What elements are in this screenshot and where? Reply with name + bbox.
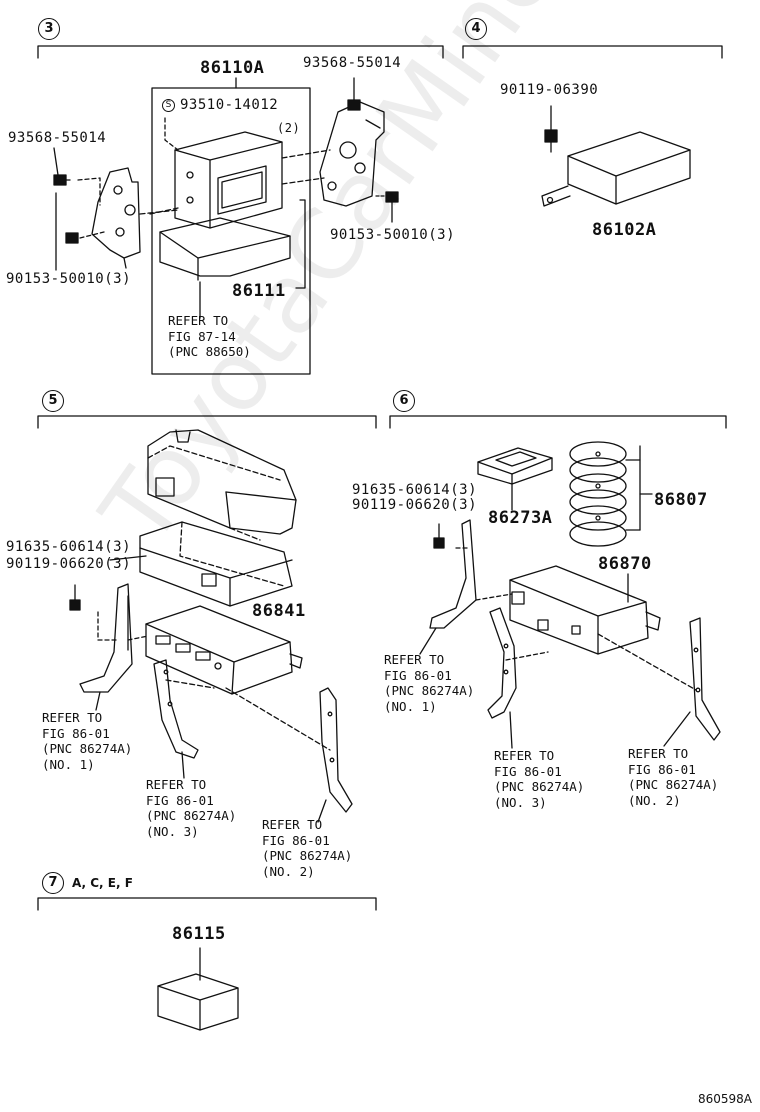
upper-amplifier-unit bbox=[147, 429, 297, 535]
section-5-bracket bbox=[37, 415, 377, 429]
section-7-bracket bbox=[37, 897, 377, 911]
section-7-applicability: A, C, E, F bbox=[72, 876, 133, 890]
part-91635-s5-label: 91635-60614(3) bbox=[6, 539, 132, 555]
left-mounting-bracket bbox=[91, 167, 141, 269]
refer-note-s6-no2: REFER TO FIG 86-01 (PNC 86274A) (NO. 2) bbox=[628, 746, 719, 808]
radio-receiver-86110A bbox=[174, 131, 283, 229]
bracket-no1-s6 bbox=[429, 519, 477, 629]
refer-note-s3: REFER TO FIG 87-14 (PNC 88650) bbox=[168, 313, 251, 359]
part-90153-right-label: 90153-50010(3) bbox=[330, 227, 456, 243]
refer-note-s5-no1: REFER TO FIG 86-01 (PNC 86274A) (NO. 1) bbox=[42, 710, 133, 772]
module-86115 bbox=[157, 973, 239, 1031]
module-86102A bbox=[541, 131, 691, 207]
part-86841-label: 86841 bbox=[252, 601, 306, 621]
part-90119-s6-label: 90119-06620(3) bbox=[352, 497, 478, 513]
section-4-bracket bbox=[462, 45, 723, 59]
section-marker-5: 5 bbox=[42, 390, 64, 412]
section-marker-3: 3 bbox=[38, 18, 60, 40]
bracket-no3-s5 bbox=[153, 659, 199, 759]
part-86110A-label: 86110A bbox=[200, 58, 265, 78]
middle-amplifier-unit bbox=[139, 521, 293, 607]
part-93510-qty: (2) bbox=[277, 121, 301, 135]
part-90119-s5-label: 90119-06620(3) bbox=[6, 556, 132, 572]
part-90153-left-label: 90153-50010(3) bbox=[6, 271, 132, 287]
module-86273A bbox=[477, 447, 553, 485]
assembly-box-86110A bbox=[151, 87, 311, 375]
refer-note-s6-no3: REFER TO FIG 86-01 (PNC 86274A) (NO. 3) bbox=[494, 748, 585, 810]
section-marker-7: 7 bbox=[42, 872, 64, 894]
refer-note-s5-no3: REFER TO FIG 86-01 (PNC 86274A) (NO. 3) bbox=[146, 777, 237, 839]
s-symbol: S bbox=[162, 99, 175, 112]
section-marker-4: 4 bbox=[465, 18, 487, 40]
part-93568-left-label: 93568-55014 bbox=[8, 130, 107, 146]
part-86870-label: 86870 bbox=[598, 554, 652, 574]
section-6-bracket bbox=[389, 415, 727, 429]
part-93510-label: 93510-14012 bbox=[180, 97, 279, 113]
part-86115-label: 86115 bbox=[172, 924, 226, 944]
part-86807-label: 86807 bbox=[654, 490, 708, 510]
discs-86807 bbox=[569, 441, 653, 547]
part-86273A-label: 86273A bbox=[488, 508, 553, 528]
part-90119-06390-label: 90119-06390 bbox=[500, 82, 599, 98]
section-marker-6: 6 bbox=[393, 390, 415, 412]
bezel-86111 bbox=[159, 217, 291, 281]
bracket-no3-s6 bbox=[487, 607, 517, 719]
cd-changer-86870 bbox=[509, 565, 661, 655]
part-93568-right-label: 93568-55014 bbox=[303, 55, 402, 71]
section-3-bracket bbox=[37, 45, 444, 59]
bracket-no2-s5 bbox=[319, 687, 353, 813]
part-86111-label: 86111 bbox=[232, 281, 286, 301]
part-91635-s6-label: 91635-60614(3) bbox=[352, 482, 478, 498]
bracket-no1-s5 bbox=[79, 583, 133, 693]
part-86102A-label: 86102A bbox=[592, 220, 657, 240]
refer-note-s6-no1: REFER TO FIG 86-01 (PNC 86274A) (NO. 1) bbox=[384, 652, 475, 714]
diagram-id: 860598A bbox=[697, 1092, 752, 1106]
bracket-no2-s6 bbox=[689, 617, 721, 741]
ecu-86841 bbox=[145, 605, 303, 695]
refer-note-s5-no2: REFER TO FIG 86-01 (PNC 86274A) (NO. 2) bbox=[262, 817, 353, 879]
